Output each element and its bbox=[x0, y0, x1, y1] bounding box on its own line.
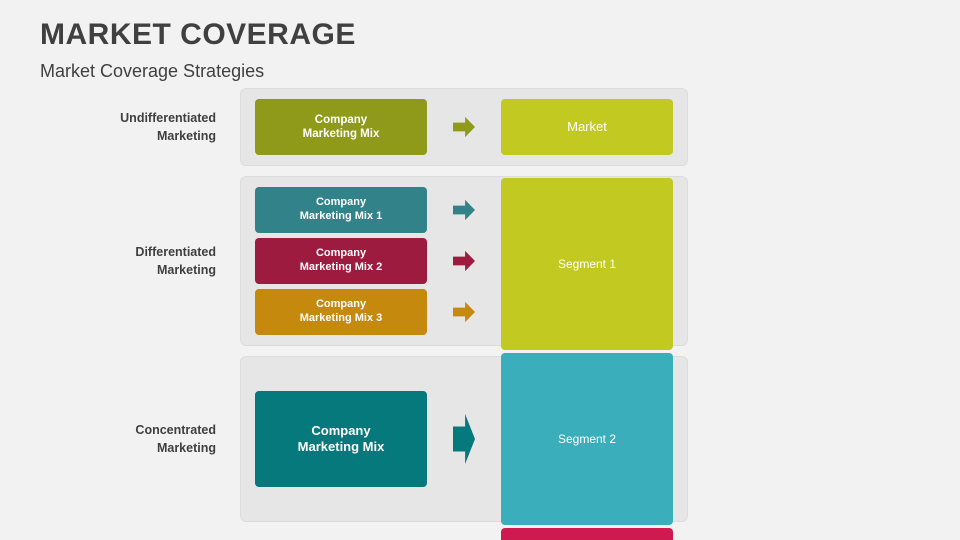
company-marketing-mix-box[interactable]: Company Marketing Mix bbox=[255, 391, 427, 487]
company-marketing-mix-box[interactable]: Company Marketing Mix bbox=[255, 99, 427, 155]
row-label-line1: Undifferentiated bbox=[120, 110, 216, 125]
row-label-line1: Differentiated bbox=[135, 244, 216, 259]
arrow-cell-differentiated-3 bbox=[427, 301, 501, 323]
mix-label-line1: Company bbox=[315, 247, 367, 260]
page-subtitle: Market Coverage Strategies bbox=[40, 61, 265, 81]
row-differentiated-marketing: Differentiated Marketing Company Marketi… bbox=[0, 176, 960, 346]
flow-undifferentiated-1: Company Marketing Mix Market bbox=[255, 99, 673, 155]
mix-label-line2: Marketing Mix 1 bbox=[299, 210, 383, 222]
company-marketing-mix-1-box[interactable]: Company Marketing Mix 1 bbox=[255, 187, 427, 233]
row-undifferentiated-marketing: Undifferentiated Marketing Company Marke… bbox=[0, 88, 960, 166]
row-label-undifferentiated: Undifferentiated Marketing bbox=[0, 109, 240, 145]
mix-label-line1: Company bbox=[315, 298, 367, 311]
segment-stack: Segment 1 Segment 2 Segment 3 bbox=[501, 178, 673, 540]
company-marketing-mix-2-box[interactable]: Company Marketing Mix 2 bbox=[255, 238, 427, 284]
right-arrow-icon bbox=[453, 414, 475, 464]
row-label-line2: Marketing bbox=[156, 263, 216, 277]
right-arrow-icon bbox=[453, 301, 475, 323]
mix-label-line1: Company bbox=[311, 422, 371, 438]
arrow-cell-concentrated bbox=[427, 413, 501, 465]
company-marketing-mix-3-box[interactable]: Company Marketing Mix 3 bbox=[255, 289, 427, 335]
market-box[interactable]: Market bbox=[501, 99, 673, 155]
segment-3-box[interactable]: Segment 3 bbox=[501, 528, 673, 540]
row-label-line1: Concentrated bbox=[135, 422, 216, 437]
segment-1-box[interactable]: Segment 1 bbox=[501, 178, 673, 350]
right-arrow-icon bbox=[453, 116, 475, 138]
mix-label-line1: Company bbox=[314, 113, 368, 126]
mix-label-line1: Company bbox=[315, 196, 367, 209]
row-label-line2: Marketing bbox=[156, 441, 216, 455]
market-coverage-diagram: Undifferentiated Marketing Company Marke… bbox=[0, 88, 960, 540]
panel-undifferentiated: Company Marketing Mix Market bbox=[240, 88, 688, 166]
mix-label-line2: Marketing Mix 2 bbox=[299, 261, 383, 273]
row-label-differentiated: Differentiated Marketing bbox=[0, 243, 240, 279]
row-concentrated-marketing: Concentrated Marketing Company Marketing… bbox=[0, 178, 960, 540]
mix-label-line2: Marketing Mix 3 bbox=[299, 312, 383, 324]
mix-label-line2: Marketing Mix bbox=[302, 128, 380, 140]
segment-2-box[interactable]: Segment 2 bbox=[501, 353, 673, 525]
page-title: MARKET COVERAGE bbox=[40, 18, 356, 51]
row-label-line2: Marketing bbox=[156, 129, 216, 143]
arrow-cell-undifferentiated bbox=[427, 116, 501, 138]
right-arrow-icon bbox=[453, 199, 475, 221]
panel-concentrated: Company Marketing Mix Segment 1 Segment … bbox=[240, 178, 688, 540]
arrow-cell-differentiated-1 bbox=[427, 199, 501, 221]
mix-label-line2: Marketing Mix bbox=[297, 439, 385, 454]
right-arrow-icon bbox=[453, 250, 475, 272]
arrow-cell-differentiated-2 bbox=[427, 250, 501, 272]
row-label-concentrated: Concentrated Marketing bbox=[0, 421, 240, 457]
